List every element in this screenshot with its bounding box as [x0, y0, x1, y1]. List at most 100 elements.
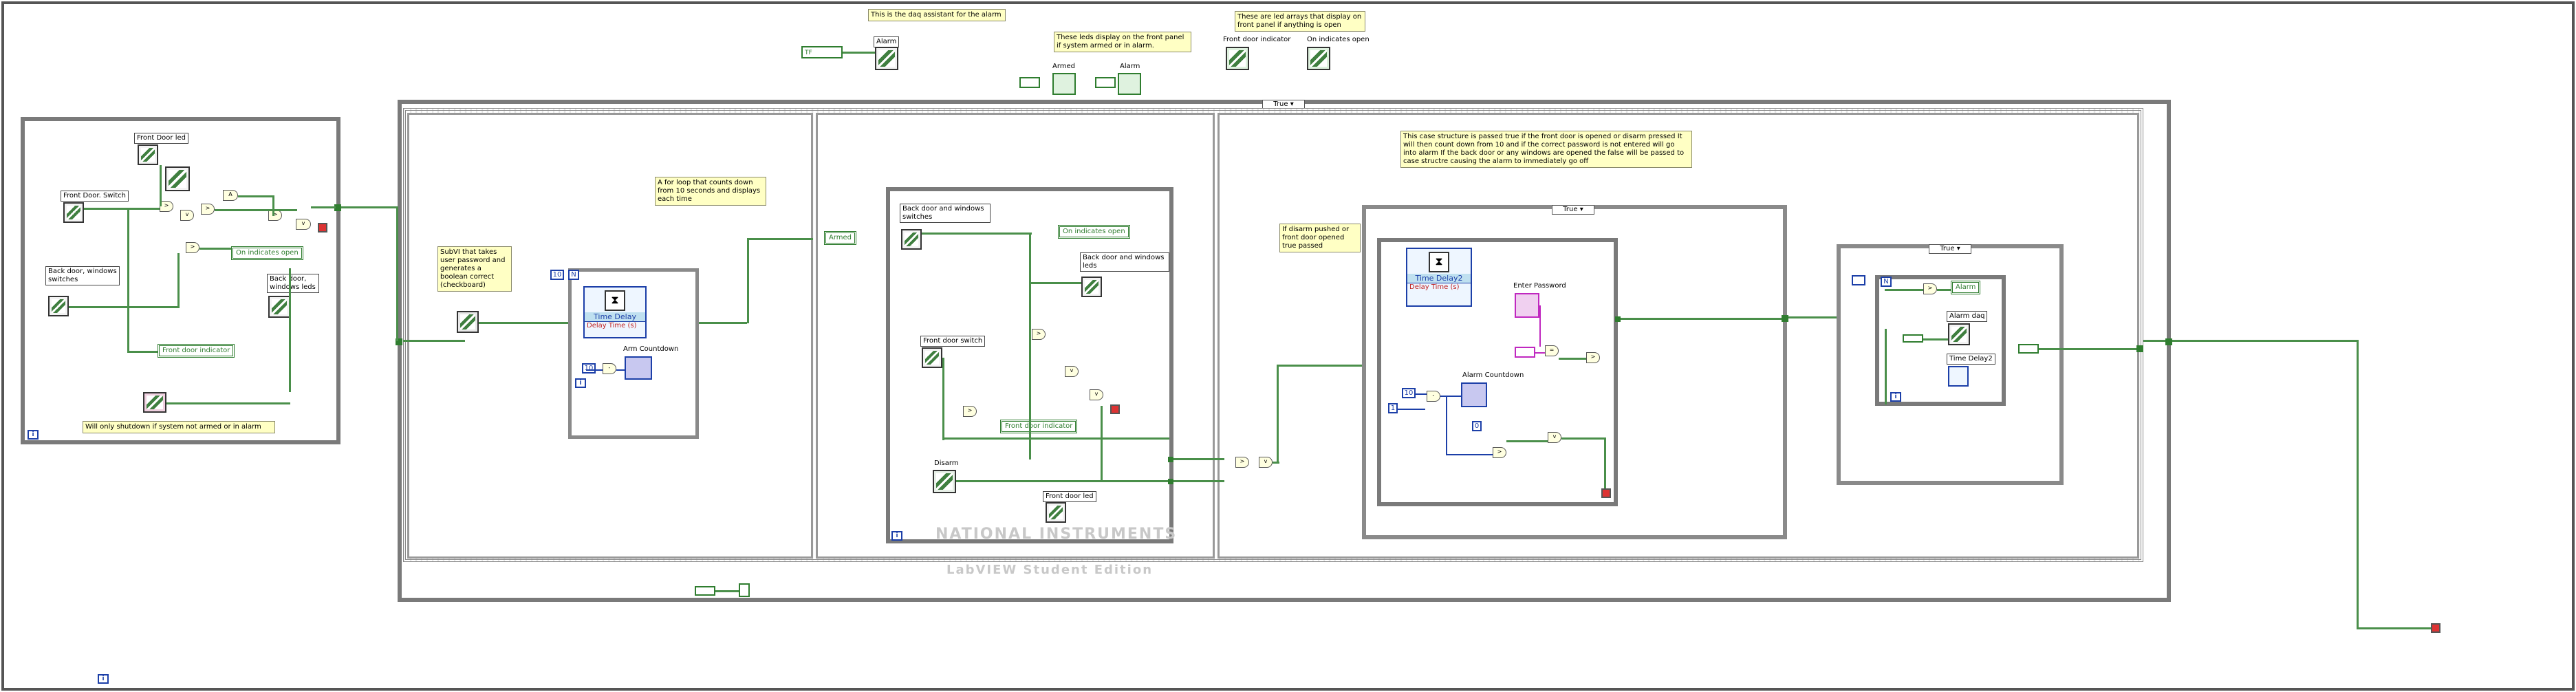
n-constant-10[interactable]: 10 — [550, 270, 564, 280]
alarm-led-terminal[interactable] — [1118, 73, 1141, 95]
time-delay-subvi[interactable]: ⧗ Time Delay Delay Time (s) — [583, 286, 647, 338]
seq-not-gate-2: > — [963, 406, 977, 417]
arm-countdown-indicator[interactable] — [625, 356, 652, 380]
seq-back-switches-label: Back door and windows switches — [900, 204, 991, 223]
not-gate-2: > — [186, 242, 199, 253]
time-delay2-title: Time Delay2 — [1407, 274, 1471, 283]
comment-leds-front-panel: These leds display on the front panel if… — [1054, 32, 1191, 52]
zero-constant[interactable]: 0 — [1472, 421, 1482, 431]
disarm-terminal[interactable] — [933, 470, 956, 493]
tf-constant-bottom[interactable] — [695, 586, 715, 596]
main-loop-tunnel-right — [2165, 338, 2172, 345]
alarm-label-top: Alarm — [874, 36, 900, 47]
left-loop-tunnel — [334, 204, 341, 211]
front-door-led-terminal[interactable] — [138, 144, 158, 165]
equal-node: = — [1545, 345, 1559, 356]
password-while-loop[interactable] — [1377, 238, 1618, 506]
front-door-led-label: Front Door led — [134, 133, 188, 144]
time-delay2-subvi[interactable]: ⧗ Time Delay2 Delay Time (s) — [1406, 248, 1472, 307]
seq-not-gate: > — [1032, 329, 1046, 340]
seq-front-indicator[interactable]: Front door indicator — [1000, 420, 1078, 433]
tf-constant-armed[interactable] — [1019, 77, 1040, 88]
iteration-terminal-for: i — [575, 378, 586, 388]
delay-time-input: Delay Time (s) — [585, 321, 645, 329]
ten-constant-b[interactable]: 10 — [582, 363, 596, 374]
time-delay2-inner[interactable] — [1948, 366, 1969, 387]
comment-case-structure: This case structure is passed true if th… — [1400, 131, 1692, 168]
disarm-label: Disarm — [934, 459, 959, 467]
right-case-selector[interactable]: True ▾ — [1929, 244, 1971, 254]
enter-password-control[interactable] — [1515, 293, 1539, 318]
daq-assistant-icon[interactable] — [875, 47, 898, 70]
main-loop-tunnel-left — [396, 338, 402, 345]
back-door-windows-leds-terminal[interactable] — [268, 296, 290, 318]
seq-or-gate-2: v — [1090, 389, 1103, 400]
back-door-windows-switches-terminal[interactable] — [48, 296, 69, 316]
loop-count-n: N — [568, 270, 579, 280]
tf-constant[interactable]: TF — [801, 46, 843, 58]
comment-led-arrays: These are led arrays that display on fro… — [1235, 11, 1365, 32]
front-door-switch-label: Front Door. Switch — [61, 191, 129, 202]
password-constant[interactable] — [1515, 347, 1535, 358]
ten-constant-c[interactable]: 10 — [1402, 388, 1416, 398]
seq-front-switch-terminal[interactable] — [922, 347, 942, 368]
alarm-case-selector[interactable]: True ▾ — [1552, 205, 1594, 215]
armed-led-label: Armed — [1052, 63, 1076, 70]
frame3-or-gate: v — [1259, 457, 1273, 468]
alarm-case-tunnel — [1782, 315, 1788, 322]
countdown-for-loop[interactable] — [568, 268, 699, 439]
not-gate: > — [201, 204, 215, 215]
seq-front-led-terminal[interactable] — [1046, 502, 1066, 523]
armed-indicator-local[interactable]: Armed — [824, 231, 857, 245]
hourglass-icon: ⧗ — [605, 290, 625, 311]
alarm-indicator-local[interactable]: Alarm — [1951, 281, 1981, 294]
password-subvi[interactable] — [457, 311, 479, 333]
front-door-switch-terminal[interactable] — [63, 202, 84, 223]
one-constant[interactable]: 1 — [1388, 403, 1398, 413]
right-not-gate: > — [1923, 283, 1937, 294]
tf-constant-case-out[interactable] — [2018, 344, 2039, 354]
seq-back-leds-terminal[interactable] — [1081, 277, 1102, 297]
alarm-not-gate: > — [1586, 352, 1600, 363]
compare-node: > — [1493, 447, 1506, 458]
back-door-windows-switches-label: Back door, windows switches — [45, 266, 120, 285]
time-delay-title: Time Delay — [585, 312, 645, 321]
shutdown-button-terminal[interactable] — [143, 392, 166, 413]
seq-tunnel-a — [1168, 457, 1173, 462]
alarm-or-gate: v — [1548, 432, 1561, 443]
subtract-node: - — [603, 363, 616, 374]
armed-led-terminal[interactable] — [1052, 73, 1076, 95]
iteration-terminal-bottom: i — [98, 674, 109, 684]
back-door-windows-leds-label: Back door, windows leds — [267, 274, 319, 293]
not-gate-3: > — [268, 210, 282, 221]
bool-constant-bottom[interactable] — [739, 583, 750, 597]
front-door-indicator-local[interactable]: Front door indicator — [158, 344, 235, 358]
alarm-while-loop[interactable] — [1875, 275, 2006, 406]
ni-watermark-line2: LabVIEW Student Edition — [946, 563, 1154, 577]
on-indicates-open-top-label: On indicates open — [1307, 36, 1370, 43]
tf-constant-right[interactable] — [1903, 334, 1923, 343]
seq-tunnel-b — [1168, 479, 1173, 484]
arm-countdown-label: Arm Countdown — [623, 345, 679, 353]
time-delay2-label: Time Delay2 — [1947, 354, 1995, 365]
alarm-daq-terminal[interactable] — [1948, 323, 1970, 345]
iteration-terminal-case: i — [1890, 392, 1901, 402]
seq-or-gate: v — [1065, 366, 1079, 377]
iteration-terminal-main: i — [28, 430, 39, 440]
loop-count-right[interactable] — [1852, 275, 1865, 285]
comment-for-loop-countdown: A for loop that counts down from 10 seco… — [655, 177, 766, 206]
alarm-countdown-indicator[interactable] — [1461, 382, 1487, 407]
and-gate: > — [160, 201, 173, 212]
on-indicates-open-terminal[interactable] — [1307, 47, 1330, 70]
on-indicates-open-local[interactable]: On indicates open — [231, 246, 303, 260]
seq-on-indicates-open[interactable]: On indicates open — [1058, 225, 1130, 239]
seq-back-switches-terminal[interactable] — [901, 229, 922, 250]
comment-shutdown: Will only shutdown if system not armed o… — [83, 421, 275, 433]
iteration-terminal-seq: i — [891, 531, 902, 541]
n-constant-right: N — [1881, 277, 1892, 287]
tf-constant-alarm[interactable] — [1095, 77, 1116, 88]
front-door-indicator-terminal[interactable] — [1226, 47, 1249, 70]
front-door-led-boolean[interactable] — [165, 166, 190, 191]
alarm-led-label: Alarm — [1120, 63, 1140, 70]
